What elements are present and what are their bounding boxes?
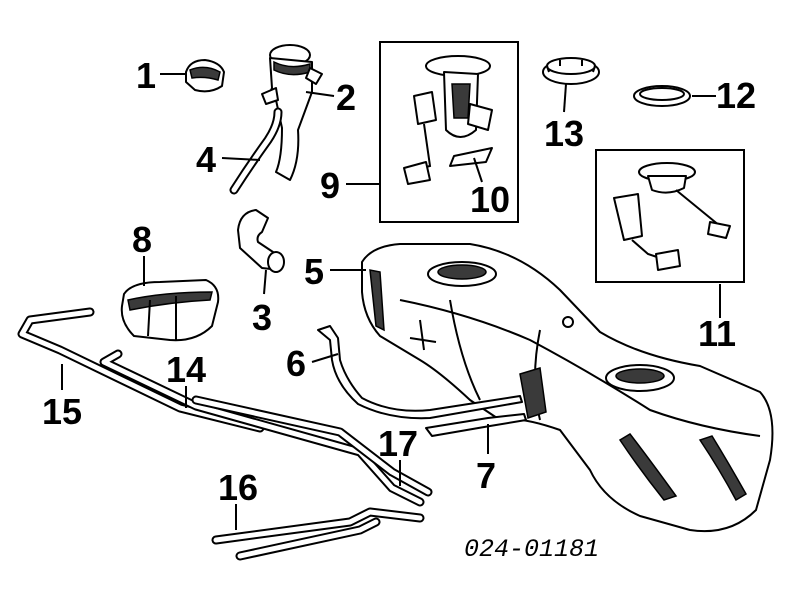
part-14-fuel-lines (99, 349, 433, 507)
part-4-vent-tube (229, 107, 283, 195)
callout-11: 11 (698, 313, 736, 354)
callout-13: 13 (544, 113, 584, 154)
part-6-strap (317, 325, 523, 420)
part-1-cap (185, 59, 225, 93)
callout-labels: 1 2 3 4 5 6 7 8 9 10 11 12 13 14 15 16 1… (42, 55, 756, 508)
callout-15: 15 (42, 391, 82, 432)
assembly-11-box (595, 149, 745, 283)
callout-9: 9 (320, 165, 340, 206)
callout-16: 16 (218, 467, 258, 508)
callout-12: 12 (716, 75, 756, 116)
part-11-sender-assembly (613, 162, 731, 271)
assembly-9-box (379, 41, 519, 223)
callout-3: 3 (252, 297, 272, 338)
part-7-strap (425, 413, 527, 437)
leader-lines (61, 73, 721, 530)
part-8-canister (120, 279, 220, 342)
part-9-pump-assembly (403, 55, 493, 185)
callout-7: 7 (476, 455, 496, 496)
callout-6: 6 (286, 343, 306, 384)
callout-2: 2 (336, 77, 356, 118)
reference-code: 024-01181 (464, 535, 599, 564)
part-3-hose (237, 209, 285, 273)
part-2-filler-neck (261, 44, 323, 181)
callout-14: 14 (166, 349, 206, 390)
callout-8: 8 (132, 219, 152, 260)
part-5-fuel-tank (361, 243, 774, 533)
part-12-seal-ring (633, 85, 691, 107)
callout-4: 4 (196, 139, 216, 180)
callout-17: 17 (378, 423, 418, 464)
callout-1: 1 (136, 55, 156, 96)
part-13-lock-ring (542, 57, 600, 85)
part-16-fuel-line (211, 507, 425, 561)
callout-5: 5 (304, 251, 324, 292)
part-10-seal (449, 147, 493, 167)
part-15-fuel-line (17, 307, 265, 433)
callout-10: 10 (470, 179, 510, 220)
